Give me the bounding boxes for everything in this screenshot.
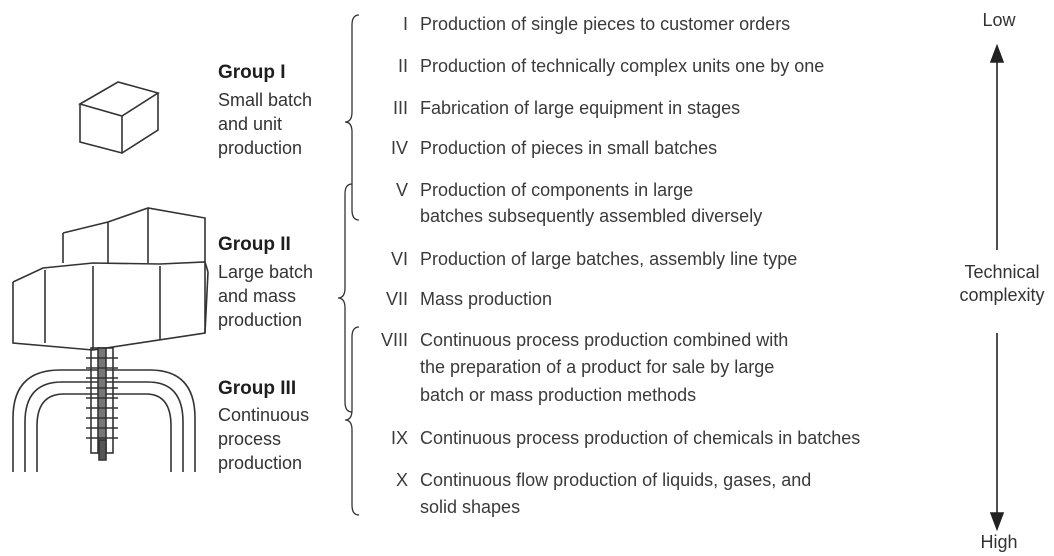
pipes-icon	[12, 347, 196, 472]
brace-group-1	[344, 14, 360, 221]
group-1-title: Group I	[218, 62, 286, 83]
item-9-number: IX	[390, 428, 408, 448]
brace-group-2	[337, 183, 353, 413]
item-4-text: Production of pieces in small batches	[420, 138, 718, 158]
item-5-text-line-2: batches subsequently assembled diversely	[420, 206, 763, 226]
group-1-desc-line-2: and unit	[218, 114, 283, 134]
item-1-number: I	[402, 14, 408, 34]
group-3-desc-line-3: production	[218, 453, 303, 473]
complexity-arrow	[989, 43, 1005, 532]
group-2-desc-line-2: and mass	[218, 286, 297, 306]
box-icon	[77, 81, 160, 155]
item-9-text: Continuous process production of chemica…	[420, 428, 861, 448]
item-7-number: VII	[385, 289, 408, 309]
item-4-number: IV	[390, 138, 408, 158]
axis-top-label: Low	[982, 10, 1016, 30]
item-5-text-line-1: Production of components in large	[420, 180, 694, 200]
group-1-desc-line-1: Small batch	[218, 90, 313, 110]
brace-group-3	[344, 326, 360, 516]
item-10-number: X	[395, 470, 408, 490]
item-8-number: VIII	[380, 330, 408, 350]
item-8-text-line-1: Continuous process production combined w…	[420, 330, 789, 350]
group-2-desc-line-3: production	[218, 310, 303, 330]
item-2-number: II	[397, 56, 408, 76]
item-2-text: Production of technically complex units …	[420, 56, 825, 76]
item-5-number: V	[395, 180, 408, 200]
item-3-text: Fabrication of large equipment in stages	[420, 98, 741, 118]
item-8-text-line-3: batch or mass production methods	[420, 385, 697, 405]
group-2-title: Group II	[218, 234, 291, 255]
item-6-number: VI	[390, 249, 408, 269]
group-1-desc-line-3: production	[218, 138, 303, 158]
item-1-text: Production of single pieces to customer …	[420, 14, 791, 34]
item-6-text: Production of large batches, assembly li…	[420, 249, 798, 269]
axis-label-line-2: complexity	[959, 285, 1045, 305]
item-8-text-line-2: the preparation of a product for sale by…	[420, 357, 775, 377]
item-7-text: Mass production	[420, 289, 553, 309]
item-3-number: III	[392, 98, 408, 118]
axis-bottom-label: High	[980, 532, 1018, 552]
group-2-desc-line-1: Large batch	[218, 262, 314, 282]
group-3-desc-line-2: process	[218, 429, 282, 449]
group-3-desc-line-1: Continuous	[218, 405, 310, 425]
item-10-text-line-2: solid shapes	[420, 497, 521, 517]
item-10-text-line-1: Continuous flow production of liquids, g…	[420, 470, 812, 490]
stacked-boxes-icon	[12, 207, 209, 351]
group-3-title: Group III	[218, 378, 297, 399]
axis-label-line-1: Technical	[964, 262, 1040, 282]
